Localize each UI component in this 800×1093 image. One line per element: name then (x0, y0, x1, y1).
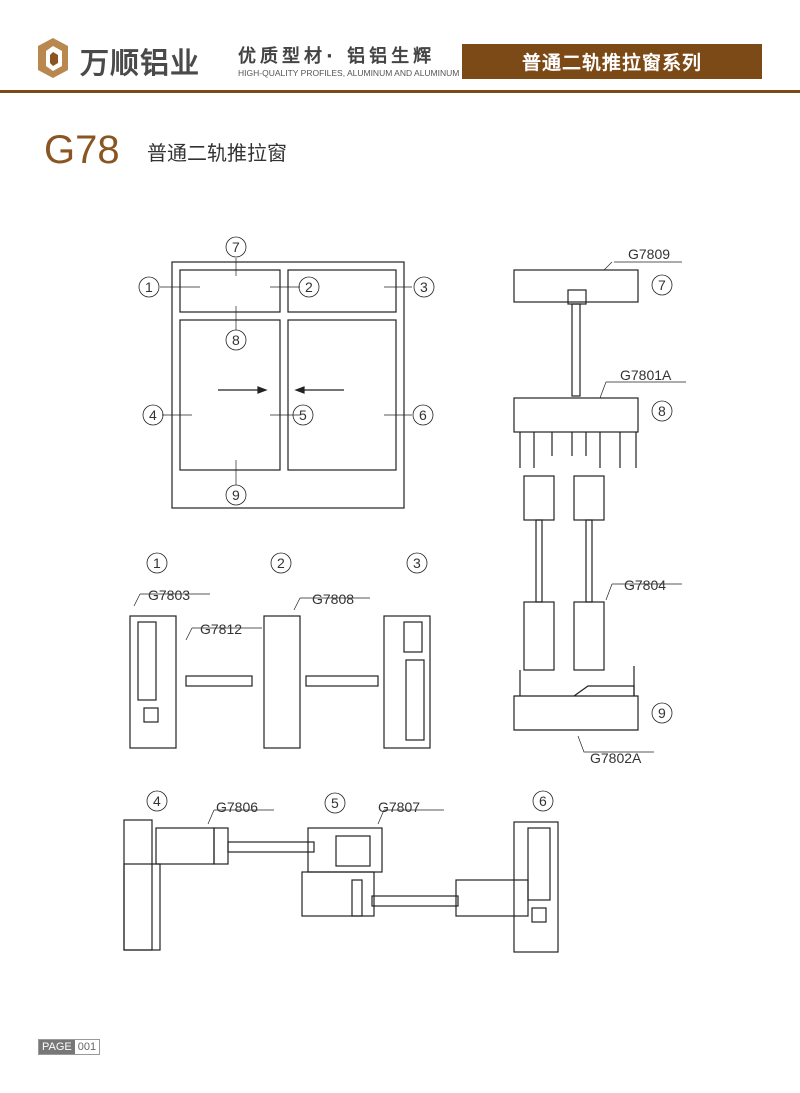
marker-3b: 3 (413, 555, 421, 571)
label-g7806: G7806 (216, 799, 258, 815)
page-label: PAGE (39, 1040, 75, 1054)
header-divider (0, 90, 800, 93)
label-g7802a: G7802A (590, 750, 642, 766)
label-g7803: G7803 (148, 587, 190, 603)
label-g7801a: G7801A (620, 367, 672, 383)
model-name: 普通二轨推拉窗 (147, 141, 287, 165)
marker-7: 7 (232, 239, 240, 255)
brand-name: 万顺铝业 (80, 46, 201, 80)
marker-7b: 7 (658, 277, 666, 293)
marker-2: 2 (305, 279, 313, 295)
leader-lines (133, 261, 686, 825)
label-g7812: G7812 (200, 621, 242, 637)
slogan: 优质型材· 铝铝生辉 (238, 46, 436, 67)
slogan-subtitle: HIGH-QUALITY PROFILES, ALUMINUM AND ALUM… (238, 68, 460, 78)
page-number-value: 001 (77, 1041, 97, 1053)
marker-4: 4 (149, 407, 157, 423)
window-elevation (160, 258, 412, 509)
marker-1b: 1 (153, 555, 161, 571)
marker-9: 9 (232, 487, 240, 503)
label-g7808: G7808 (312, 591, 354, 607)
marker-3: 3 (420, 279, 428, 295)
model-code: G78 (44, 128, 120, 172)
marker-8: 8 (232, 332, 240, 348)
marker-5b: 5 (331, 795, 339, 811)
marker-6: 6 (419, 407, 427, 423)
label-g7807: G7807 (378, 799, 420, 815)
series-banner: 普通二轨推拉窗系列 (462, 44, 762, 79)
vertical-section (513, 269, 639, 731)
marker-8b: 8 (658, 403, 666, 419)
marker-5: 5 (299, 407, 307, 423)
horizontal-section-bottom (123, 819, 559, 953)
marker-9b: 9 (658, 705, 666, 721)
label-g7809: G7809 (628, 246, 670, 262)
label-g7804: G7804 (624, 577, 666, 593)
marker-6b: 6 (539, 793, 547, 809)
marker-circles (138, 236, 673, 814)
logo-icon (38, 38, 68, 78)
marker-1: 1 (145, 279, 153, 295)
marker-4b: 4 (153, 793, 161, 809)
page-number: PAGE 001 (38, 1039, 101, 1055)
marker-2b: 2 (277, 555, 285, 571)
horizontal-section-top (129, 615, 431, 749)
